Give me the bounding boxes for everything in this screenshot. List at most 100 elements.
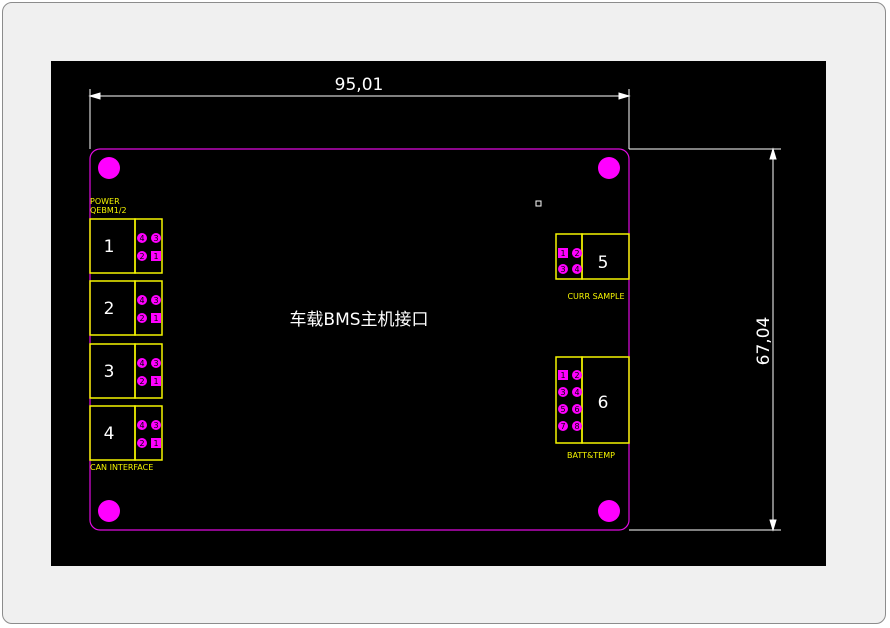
pin-number: 2 <box>574 371 579 380</box>
batt-temp-label: BATT&TEMP <box>567 451 615 460</box>
pin-pad <box>137 376 147 386</box>
pin-number: 1 <box>560 249 565 258</box>
pin-pad <box>572 421 582 431</box>
connector-3-pin: 2 <box>137 376 147 386</box>
connector-2-pin: 1 <box>151 313 161 323</box>
connector-6-pin: 2 <box>572 370 582 380</box>
mounting-hole-bottom-right <box>598 500 620 522</box>
pin-number: 1 <box>153 314 158 323</box>
width-dimension <box>88 89 631 149</box>
connector-6-pin: 5 <box>558 404 568 414</box>
connector-2-pin: 3 <box>151 295 161 305</box>
pin-pad <box>558 248 568 258</box>
pin-number: 3 <box>560 265 565 274</box>
pin-pad <box>151 295 161 305</box>
connector-4-pin: 1 <box>151 438 161 448</box>
pin-pad <box>558 370 568 380</box>
pin-number: 2 <box>574 249 579 258</box>
pin-pad <box>151 313 161 323</box>
connector-1-pin: 1 <box>151 251 161 261</box>
power-label: POWER <box>90 197 120 206</box>
connector-3-pin: 3 <box>151 358 161 368</box>
connector-6-pin: 8 <box>572 421 582 431</box>
pin-pad <box>572 404 582 414</box>
pin-number: 5 <box>560 405 565 414</box>
connector-1-pin: 3 <box>151 233 161 243</box>
connector-3-number: 3 <box>104 362 115 382</box>
connector-5-pin: 4 <box>572 264 582 274</box>
pin-pad <box>137 358 147 368</box>
connector-4-pin: 2 <box>137 438 147 448</box>
pcb-canvas: 95,01 67,04 POWER QEBM1/2 车载BMS主机接口 CAN … <box>51 61 826 566</box>
pin-number: 3 <box>153 234 158 243</box>
connector-6: 6 <box>555 356 630 444</box>
pin-pad <box>572 264 582 274</box>
mounting-hole-bottom-left <box>98 500 120 522</box>
connector-5-pin: 3 <box>558 264 568 274</box>
pin-number: 2 <box>139 314 144 323</box>
connector-1-number: 1 <box>104 237 115 257</box>
pin-pad <box>151 420 161 430</box>
pin-pad <box>137 233 147 243</box>
pin-number: 3 <box>560 388 565 397</box>
connector-4-pin: 4 <box>137 420 147 430</box>
pin-pad <box>558 264 568 274</box>
height-dimension <box>629 147 781 532</box>
pin-number: 3 <box>153 359 158 368</box>
pin-number: 4 <box>139 421 144 430</box>
connector-2-pin: 2 <box>137 313 147 323</box>
pin-number: 6 <box>574 405 579 414</box>
connector-6-pin: 4 <box>572 387 582 397</box>
connector-2: 2 <box>89 280 163 336</box>
mounting-hole-top-right <box>598 157 620 179</box>
pin-pad <box>151 251 161 261</box>
connector-2-pin: 4 <box>137 295 147 305</box>
pin-number: 3 <box>153 421 158 430</box>
pin-number: 3 <box>153 296 158 305</box>
connector-5-pin: 1 <box>558 248 568 258</box>
connector-6-pin: 7 <box>558 421 568 431</box>
connector-4-pin: 3 <box>151 420 161 430</box>
connector-4-number: 4 <box>104 424 115 444</box>
pin-pad <box>572 370 582 380</box>
pin-pad <box>558 404 568 414</box>
pin-number: 2 <box>139 377 144 386</box>
connector-4: 4 <box>89 405 163 461</box>
pin-number: 7 <box>560 422 565 431</box>
connector-3: 3 <box>89 343 163 399</box>
pin-pad <box>572 387 582 397</box>
via-marker <box>535 200 542 207</box>
qebm-label: QEBM1/2 <box>90 206 127 215</box>
pin-pad <box>558 421 568 431</box>
pin-pad <box>151 358 161 368</box>
pin-number: 1 <box>153 252 158 261</box>
pin-number: 2 <box>139 439 144 448</box>
connector-2-number: 2 <box>104 299 115 319</box>
pin-pad <box>572 248 582 258</box>
pin-pad <box>137 438 147 448</box>
height-dimension-label: 67,04 <box>754 317 774 366</box>
board-outline <box>89 148 630 531</box>
pin-pad <box>151 376 161 386</box>
pin-pad <box>137 251 147 261</box>
connector-5-number: 5 <box>598 253 609 273</box>
pin-pad <box>137 420 147 430</box>
pin-pad <box>137 313 147 323</box>
connector-6-number: 6 <box>598 393 609 413</box>
pin-number: 8 <box>574 422 579 431</box>
pin-pad <box>151 233 161 243</box>
pin-number: 4 <box>574 265 579 274</box>
pin-number: 4 <box>574 388 579 397</box>
mounting-hole-top-left <box>98 157 120 179</box>
pin-pad <box>558 387 568 397</box>
connector-6-pin: 1 <box>558 370 568 380</box>
board-title: 车载BMS主机接口 <box>289 310 428 330</box>
connector-6-pin: 3 <box>558 387 568 397</box>
pcb-drawing: 95,01 67,04 POWER QEBM1/2 车载BMS主机接口 CAN … <box>88 75 781 532</box>
pin-number: 4 <box>139 234 144 243</box>
connector-6-pin: 6 <box>572 404 582 414</box>
connector-5: 5 <box>555 233 630 280</box>
pin-number: 4 <box>139 359 144 368</box>
curr-sample-label: CURR SAMPLE <box>567 292 624 301</box>
pin-number: 2 <box>139 252 144 261</box>
